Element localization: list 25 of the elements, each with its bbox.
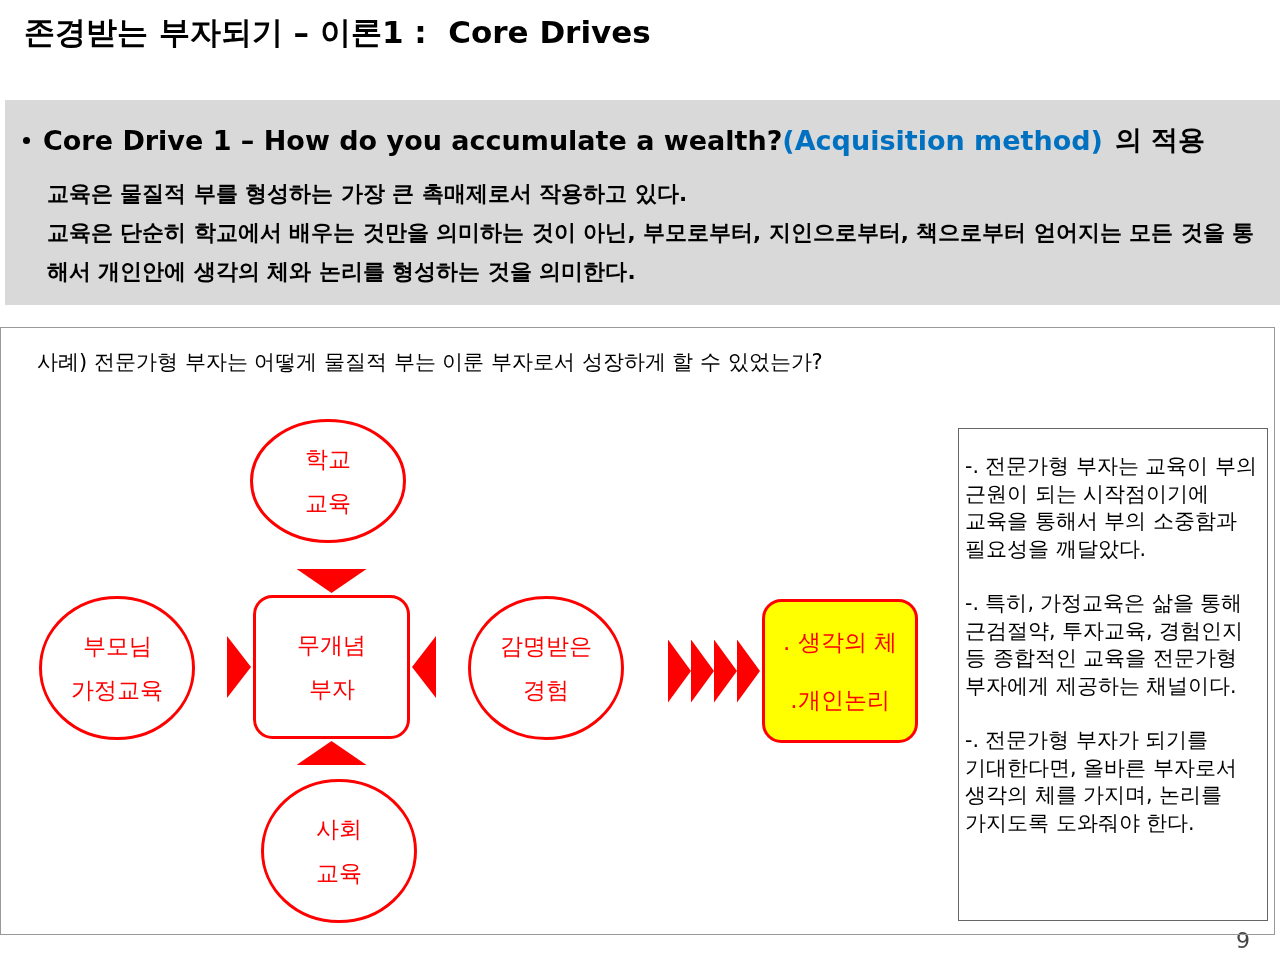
ellipse-node [250, 419, 406, 543]
node-label: 무개념 부자 [296, 631, 367, 704]
ellipse-node [261, 779, 417, 923]
ellipse-node [468, 596, 624, 740]
node-label: 부모님 가정교육 [70, 632, 164, 705]
highlighted-term: (Acquisition method) [782, 124, 1103, 156]
note-text: -. 특히, 가정교육은 삶을 통해 근검절약, 투자교육, 경험인지 등 종합적인 교육을 전문가형 부자에게 제공하는 채널이다. [965, 590, 1245, 700]
node-label: 감명받은 경험 [499, 632, 593, 705]
ellipse-node [39, 596, 195, 740]
body-text: 교육은 물질적 부를 형성하는 가장 큰 촉매제로서 작용하고 있다. [47, 180, 689, 208]
center-box [253, 595, 410, 739]
node-label: .개인논리 [790, 686, 890, 715]
heading-suffix: 의 적용 [1114, 123, 1206, 157]
node-label: 사회 교육 [315, 815, 363, 888]
node-label: 학교 교육 [304, 445, 352, 518]
slide-title: 존경받는 부자되기 – 이론1 : Core Drives [24, 13, 651, 52]
case-question: 사례) 전문가형 부자는 어떻게 물질적 부는 이룬 부자로서 성장하게 할 수 있었는가? [37, 349, 823, 376]
header-band [5, 100, 1280, 305]
note-text: -. 전문가형 부자는 교육이 부의 근원이 되는 시작점이기에 교육을 통해서 부의 소중함과 필요성을 깨달았다. [965, 453, 1258, 563]
body-text: 교육은 단순히 학교에서 배우는 것만을 의미하는 것이 아닌, 부모로부터, 지인으로부터, 책으로부터 얻어지는 모든 것을 통해서 개인안에 생각의 체와 논리를 형성하는 것을 의미한다. [47, 219, 1256, 286]
bullet-heading: Core Drive 1 – How do you accumulate a wealth? [43, 124, 783, 156]
node-label: . 생각의 체 [783, 628, 897, 657]
note-box [958, 428, 1268, 921]
result-box [762, 599, 918, 743]
note-text: -. 전문가형 부자가 되기를 기대한다면, 올바른 부자로서 생각의 체를 가지며, 논리를 가지도록 도와줘야 한다. [965, 727, 1238, 837]
